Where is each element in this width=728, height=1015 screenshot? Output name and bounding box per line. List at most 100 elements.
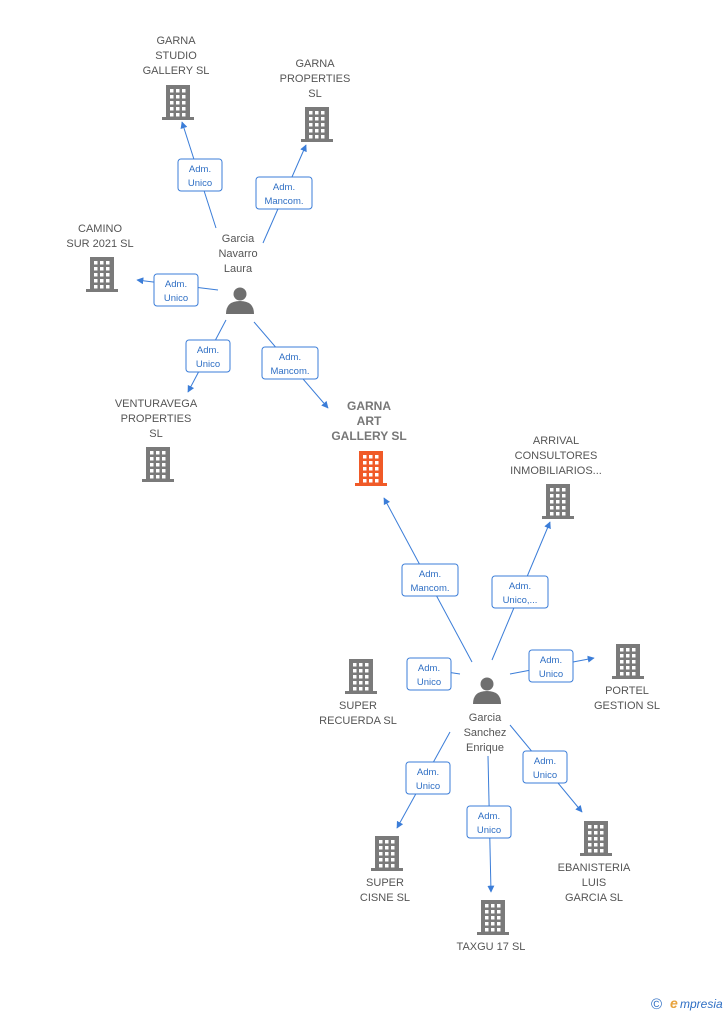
node-label-line: VENTURAVEGA bbox=[115, 398, 198, 410]
role-text: Mancom. bbox=[410, 583, 449, 594]
role-badge[interactable]: Adm. Unico bbox=[406, 657, 452, 691]
node-label-line: SUPER bbox=[366, 877, 404, 889]
node-label-line: Garcia bbox=[222, 233, 255, 245]
role-badge[interactable]: Adm. Unico bbox=[185, 339, 231, 373]
node-label-line: GESTION SL bbox=[594, 700, 660, 712]
person-icon[interactable] bbox=[473, 677, 501, 705]
copyright-symbol: © bbox=[651, 996, 662, 1013]
empresia-logo: © e mpresia bbox=[651, 995, 723, 1013]
node-label-line: INMOBILIARIOS... bbox=[510, 465, 602, 477]
node-label-line: GARCIA SL bbox=[565, 892, 623, 904]
building-icon[interactable] bbox=[301, 107, 333, 142]
node-label-line: ART bbox=[357, 414, 382, 428]
node-label-line: PROPERTIES bbox=[121, 413, 192, 425]
building-icon[interactable] bbox=[542, 484, 574, 519]
role-text: Adm. bbox=[509, 581, 531, 592]
node-label-line: GARNA bbox=[156, 35, 196, 47]
node-label-line: TAXGU 17 SL bbox=[457, 941, 526, 953]
role-badge[interactable]: Adm. Unico bbox=[177, 158, 223, 192]
node-label-line: STUDIO bbox=[155, 50, 197, 62]
role-text: Adm. bbox=[540, 655, 562, 666]
role-text: Adm. bbox=[534, 756, 556, 767]
node-arrival[interactable]: ARRIVAL CONSULTORES INMOBILIARIOS... bbox=[510, 435, 602, 519]
main-company-building-icon[interactable] bbox=[355, 451, 387, 486]
node-portel[interactable]: PORTEL GESTION SL bbox=[594, 644, 660, 712]
role-text: Adm. bbox=[279, 352, 301, 363]
role-text: Adm. bbox=[419, 569, 441, 580]
role-text: Adm. bbox=[417, 767, 439, 778]
brand-initial: e bbox=[670, 995, 678, 1011]
person-icon[interactable] bbox=[226, 287, 254, 315]
role-text: Unico bbox=[164, 293, 188, 304]
node-label-line: SUR 2021 SL bbox=[66, 238, 133, 250]
brand-name: mpresia bbox=[680, 997, 723, 1011]
role-badge[interactable]: Adm. Unico bbox=[153, 273, 199, 307]
node-label-line: GALLERY SL bbox=[331, 429, 406, 443]
node-label-line: PORTEL bbox=[605, 685, 649, 697]
role-badge[interactable]: Adm. Mancom. bbox=[401, 563, 459, 597]
role-text: Unico bbox=[417, 677, 441, 688]
node-camino-sur[interactable]: CAMINO SUR 2021 SL bbox=[66, 223, 134, 292]
role-badge[interactable]: Adm. Unico bbox=[522, 750, 568, 784]
node-label-line: PROPERTIES bbox=[280, 73, 351, 85]
role-text: Adm. bbox=[478, 811, 500, 822]
node-label-line: EBANISTERIA bbox=[558, 862, 631, 874]
building-icon[interactable] bbox=[142, 447, 174, 482]
node-label-line: CAMINO bbox=[78, 223, 122, 235]
role-badge[interactable]: Adm. Mancom. bbox=[255, 176, 313, 210]
role-text: Adm. bbox=[189, 164, 211, 175]
node-label-line: CISNE SL bbox=[360, 892, 410, 904]
building-icon[interactable] bbox=[477, 900, 509, 935]
role-badge[interactable]: Adm. Mancom. bbox=[261, 346, 319, 380]
node-taxgu[interactable]: TAXGU 17 SL bbox=[457, 900, 526, 953]
node-label-line: CONSULTORES bbox=[515, 450, 598, 462]
role-text: Mancom. bbox=[270, 366, 309, 377]
node-label-line: SUPER bbox=[339, 700, 377, 712]
role-text: Unico bbox=[477, 825, 501, 836]
role-text: Unico bbox=[188, 178, 212, 189]
node-label-line: GALLERY SL bbox=[143, 65, 210, 77]
node-label-line: GARNA bbox=[347, 399, 391, 413]
role-text: Adm. bbox=[165, 279, 187, 290]
node-label-line: Navarro bbox=[218, 248, 257, 260]
role-text: Unico bbox=[416, 781, 440, 792]
building-icon[interactable] bbox=[371, 836, 403, 871]
building-icon[interactable] bbox=[580, 821, 612, 856]
node-label-line: ARRIVAL bbox=[533, 435, 579, 447]
role-text: Unico bbox=[196, 359, 220, 370]
node-label-line: Garcia bbox=[469, 712, 502, 724]
role-text: Unico bbox=[533, 770, 557, 781]
node-super-recuerda[interactable]: SUPER RECUERDA SL bbox=[319, 659, 397, 727]
node-venturavega[interactable]: VENTURAVEGA PROPERTIES SL bbox=[115, 398, 198, 482]
node-label-line: GARNA bbox=[295, 58, 335, 70]
node-ebanisteria[interactable]: EBANISTERIA LUIS GARCIA SL bbox=[558, 821, 631, 904]
building-icon[interactable] bbox=[612, 644, 644, 679]
building-icon[interactable] bbox=[345, 659, 377, 694]
role-text: Adm. bbox=[418, 663, 440, 674]
role-badge[interactable]: Adm. Unico bbox=[466, 805, 512, 839]
building-icon[interactable] bbox=[86, 257, 118, 292]
role-text: Adm. bbox=[197, 345, 219, 356]
role-text: Unico bbox=[539, 669, 563, 680]
role-text: Adm. bbox=[273, 182, 295, 193]
role-badge[interactable]: Adm. Unico bbox=[528, 649, 574, 683]
node-super-cisne[interactable]: SUPER CISNE SL bbox=[360, 836, 410, 904]
building-icon[interactable] bbox=[162, 85, 194, 120]
role-badge[interactable]: Adm. Unico bbox=[405, 761, 451, 795]
node-label-line: Sanchez bbox=[464, 727, 507, 739]
role-badge[interactable]: Adm. Unico,... bbox=[491, 575, 549, 609]
node-label-line: SL bbox=[308, 88, 321, 100]
node-label-line: RECUERDA SL bbox=[319, 715, 397, 727]
node-label-line: Laura bbox=[224, 263, 253, 275]
role-text: Unico,... bbox=[503, 595, 538, 606]
node-label-line: Enrique bbox=[466, 742, 504, 754]
node-label-line: LUIS bbox=[582, 877, 606, 889]
node-label-line: SL bbox=[149, 428, 162, 440]
node-garna-properties[interactable]: GARNA PROPERTIES SL bbox=[280, 58, 351, 142]
role-text: Mancom. bbox=[264, 196, 303, 207]
node-garna-studio[interactable]: GARNA STUDIO GALLERY SL bbox=[143, 35, 210, 120]
